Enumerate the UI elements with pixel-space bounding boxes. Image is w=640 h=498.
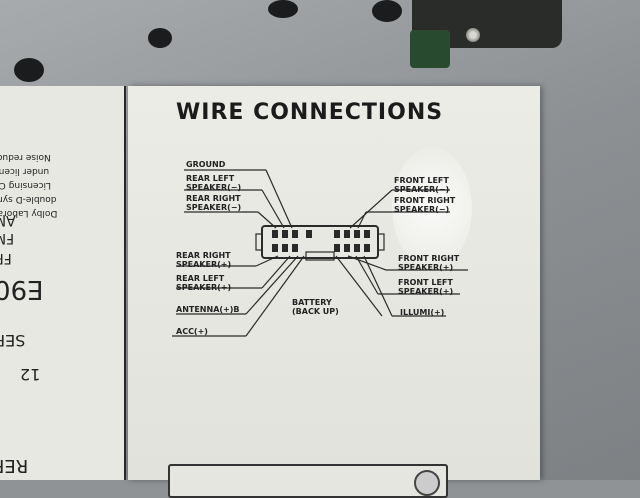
wire-label-front-left-pos: FRONT LEFT SPEAKER(+) [398,278,454,296]
wire-label-rear-left-pos: REAR LEFT SPEAKER(+) [176,274,232,292]
label-title: WIRE CONNECTIONS [176,100,444,125]
green-component [410,30,450,68]
wire-label-antenna: ANTENNA(+)B [176,305,240,314]
bottom-label-box [168,464,448,498]
chassis-hole [14,58,44,82]
wire-label-acc: ACC(+) [176,327,208,336]
screw [466,28,480,42]
chassis-hole [268,0,298,18]
side-label: Dolby Laborat double-D sym Licensing Co … [0,86,126,480]
round-fitting [414,470,440,496]
wire-label-front-right-pos: FRONT RIGHT SPEAKER(+) [398,254,460,272]
wire-label-rear-right-pos: REAR RIGHT SPEAKER(+) [176,251,232,269]
wire-label-rear-left-neg: REAR LEFT SPEAKER(−) [186,174,242,192]
wire-label-ground: GROUND [186,160,226,169]
wire-label-rear-right-neg: REAR RIGHT SPEAKER(−) [186,194,242,212]
wire-label-illumi: ILLUMI(+) [400,308,445,317]
wiring-diagram [172,169,468,337]
wire-label-front-left-neg: FRONT LEFT SPEAKER(−) [394,176,450,194]
light-glare [392,148,472,268]
wire-label-battery: BATTERY (BACK UP) [292,298,339,316]
chassis-hole [148,28,172,48]
wire-label-front-right-neg: FRONT RIGHT SPEAKER(−) [394,196,456,214]
wire-connections-label [128,86,540,480]
chassis-hole [372,0,402,22]
